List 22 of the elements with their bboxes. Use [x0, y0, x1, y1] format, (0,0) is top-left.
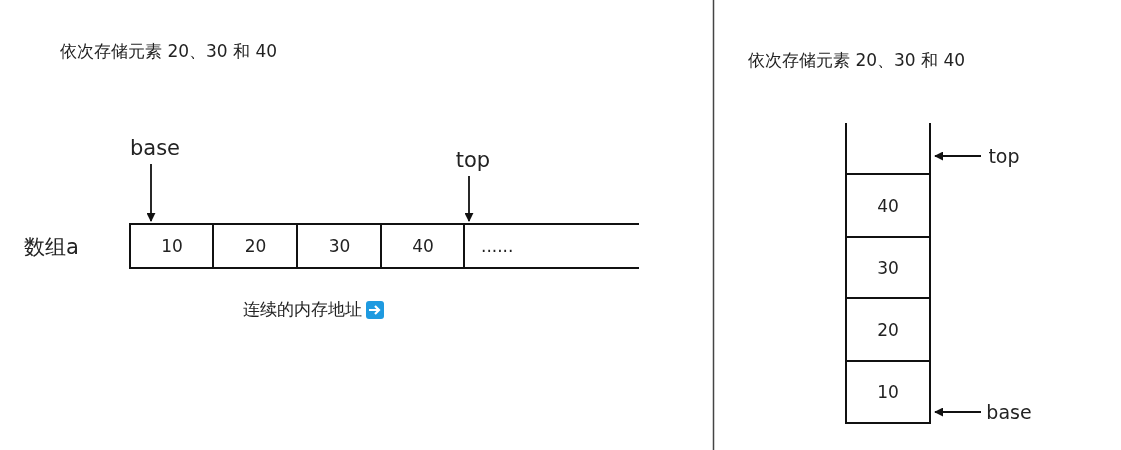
arrow — [934, 407, 982, 417]
array-cell: ...... — [463, 223, 639, 269]
heading: 依次存储元素 20、30 和 40 — [60, 40, 278, 63]
arrow — [934, 151, 982, 161]
pointer-label: top — [983, 143, 1025, 169]
stack-cell: 30 — [845, 236, 931, 298]
pointer-label: top — [450, 146, 496, 174]
heading: 依次存储元素 20、30 和 40 — [748, 49, 966, 72]
caption: 连续的内存地址 — [243, 298, 362, 321]
pointer-label: base — [126, 134, 184, 162]
empty-stack-slot — [845, 123, 931, 174]
pointer-label: base — [983, 399, 1035, 425]
stack-cell: 10 — [845, 360, 931, 424]
array-cell: 10 — [129, 223, 213, 269]
stack-cell: 40 — [845, 173, 931, 237]
array-cell: 30 — [296, 223, 381, 269]
array-cell: 40 — [380, 223, 464, 269]
stack-cell: 20 — [845, 297, 931, 361]
array-cell: 20 — [212, 223, 297, 269]
row-label: 数组a — [24, 234, 79, 261]
arrow — [146, 163, 156, 222]
arrow — [464, 175, 474, 222]
